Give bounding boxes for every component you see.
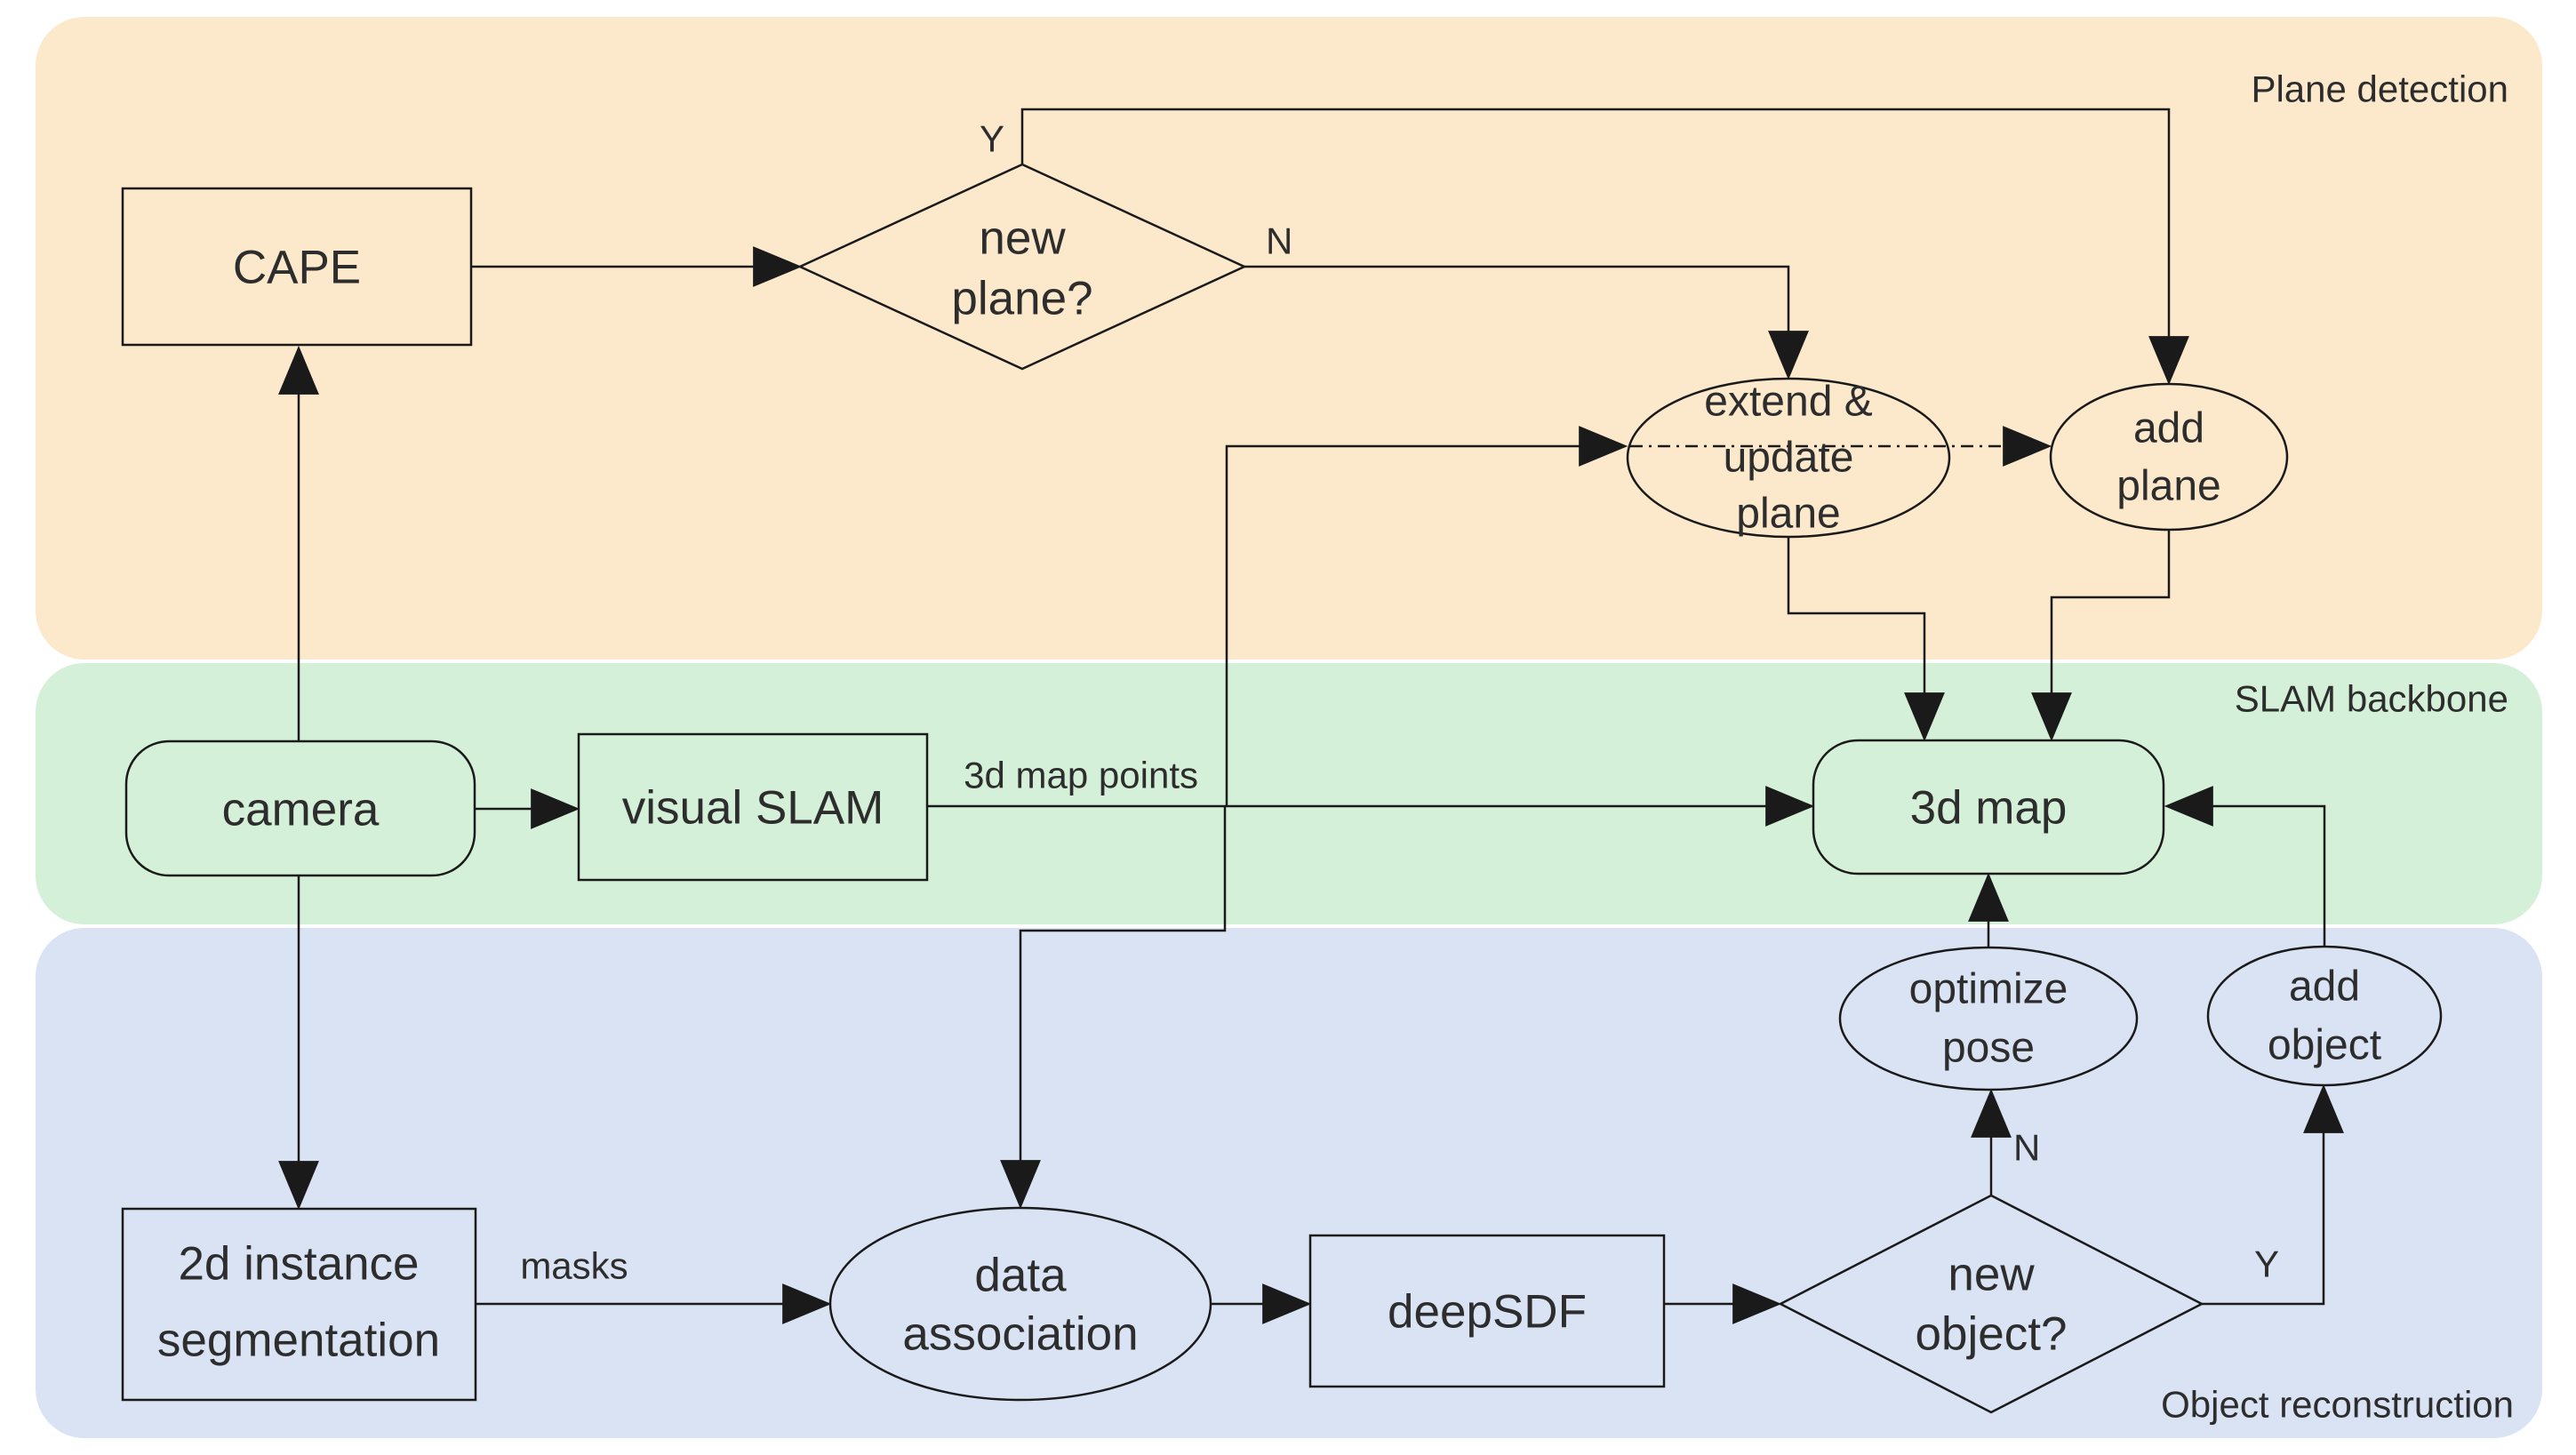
node-optimize-pose	[1838, 946, 2139, 1091]
label-extend-plane-line3: plane	[1736, 491, 1840, 538]
band-object-reconstruction	[36, 928, 2542, 1438]
label-deepsdf: deepSDF	[1388, 1286, 1587, 1339]
edge-add-object-to-3d-map	[2164, 786, 2326, 947]
node-new-object-decision	[1778, 1194, 2204, 1414]
band-title-object-reconstruction: Object reconstruction	[2161, 1384, 2514, 1426]
label-new-object-line2: object?	[1916, 1308, 2068, 1361]
node-new-plane-decision	[797, 163, 1247, 371]
label-cape: CAPE	[233, 242, 361, 294]
edge-label-object-no: N	[2013, 1127, 2040, 1169]
node-camera	[124, 739, 476, 877]
node-deepsdf	[1308, 1234, 1666, 1388]
edge-new-object-yes-to-add-object	[2202, 1083, 2344, 1306]
label-optimize-pose-line1: optimize	[1909, 966, 2068, 1013]
node-visual-slam	[577, 732, 929, 882]
node-add-plane	[2049, 382, 2289, 532]
nodes	[121, 163, 2443, 1414]
node-2d-instance-segmentation	[121, 1207, 477, 1402]
label-data-association-line2: association	[902, 1308, 1138, 1361]
edge-new-plane-no-to-extend-plane	[1244, 265, 1809, 380]
label-optimize-pose-line2: pose	[1942, 1025, 2035, 1072]
edge-map-points-to-extend-plane	[1225, 426, 1628, 806]
edge-label-plane-no: N	[1266, 220, 1292, 262]
label-add-plane-line2: plane	[2116, 463, 2220, 510]
labels: Plane detection SLAM backbone Object rec…	[157, 68, 2514, 1426]
bands	[36, 17, 2542, 1438]
edge-label-object-yes: Y	[2254, 1243, 2279, 1285]
edge-new-plane-yes-to-add-plane	[1020, 108, 2189, 386]
edge-add-plane-to-3d-map	[2031, 530, 2171, 742]
label-3d-map: 3d map	[1910, 782, 2068, 835]
edge-extend-plane-to-3d-map	[1787, 537, 1945, 742]
label-extend-plane-line1: extend &	[1704, 379, 1872, 426]
label-new-plane-line2: plane?	[951, 273, 1092, 325]
label-data-association-line1: data	[974, 1250, 1067, 1302]
label-add-object-line1: add	[2289, 963, 2360, 1011]
edge-map-points-to-data-association	[1000, 806, 1227, 1210]
node-3d-map	[1812, 739, 2165, 875]
edges	[278, 108, 2344, 1324]
label-extend-plane-line2: update	[1724, 435, 1854, 482]
node-cape	[121, 187, 473, 347]
label-new-plane-line1: new	[979, 212, 1066, 265]
node-extend-update-plane	[1626, 377, 1951, 539]
edge-label-plane-yes: Y	[980, 118, 1004, 160]
label-visual-slam: visual SLAM	[622, 782, 884, 835]
band-slam-backbone	[36, 663, 2542, 924]
label-add-object-line2: object	[2268, 1022, 2381, 1069]
label-2d-segmentation-line1: 2d instance	[178, 1238, 419, 1291]
label-2d-segmentation-line2: segmentation	[157, 1315, 440, 1367]
band-title-slam-backbone: SLAM backbone	[2235, 678, 2508, 720]
label-new-object-line1: new	[1948, 1249, 2035, 1301]
edge-label-3d-map-points: 3d map points	[964, 755, 1198, 796]
label-camera: camera	[222, 784, 380, 836]
edge-label-masks: masks	[520, 1245, 628, 1287]
band-title-plane-detection: Plane detection	[2251, 68, 2508, 110]
node-data-association	[828, 1206, 1212, 1402]
label-add-plane-line1: add	[2133, 405, 2204, 452]
band-plane-detection	[36, 17, 2542, 660]
node-add-object	[2206, 945, 2443, 1087]
